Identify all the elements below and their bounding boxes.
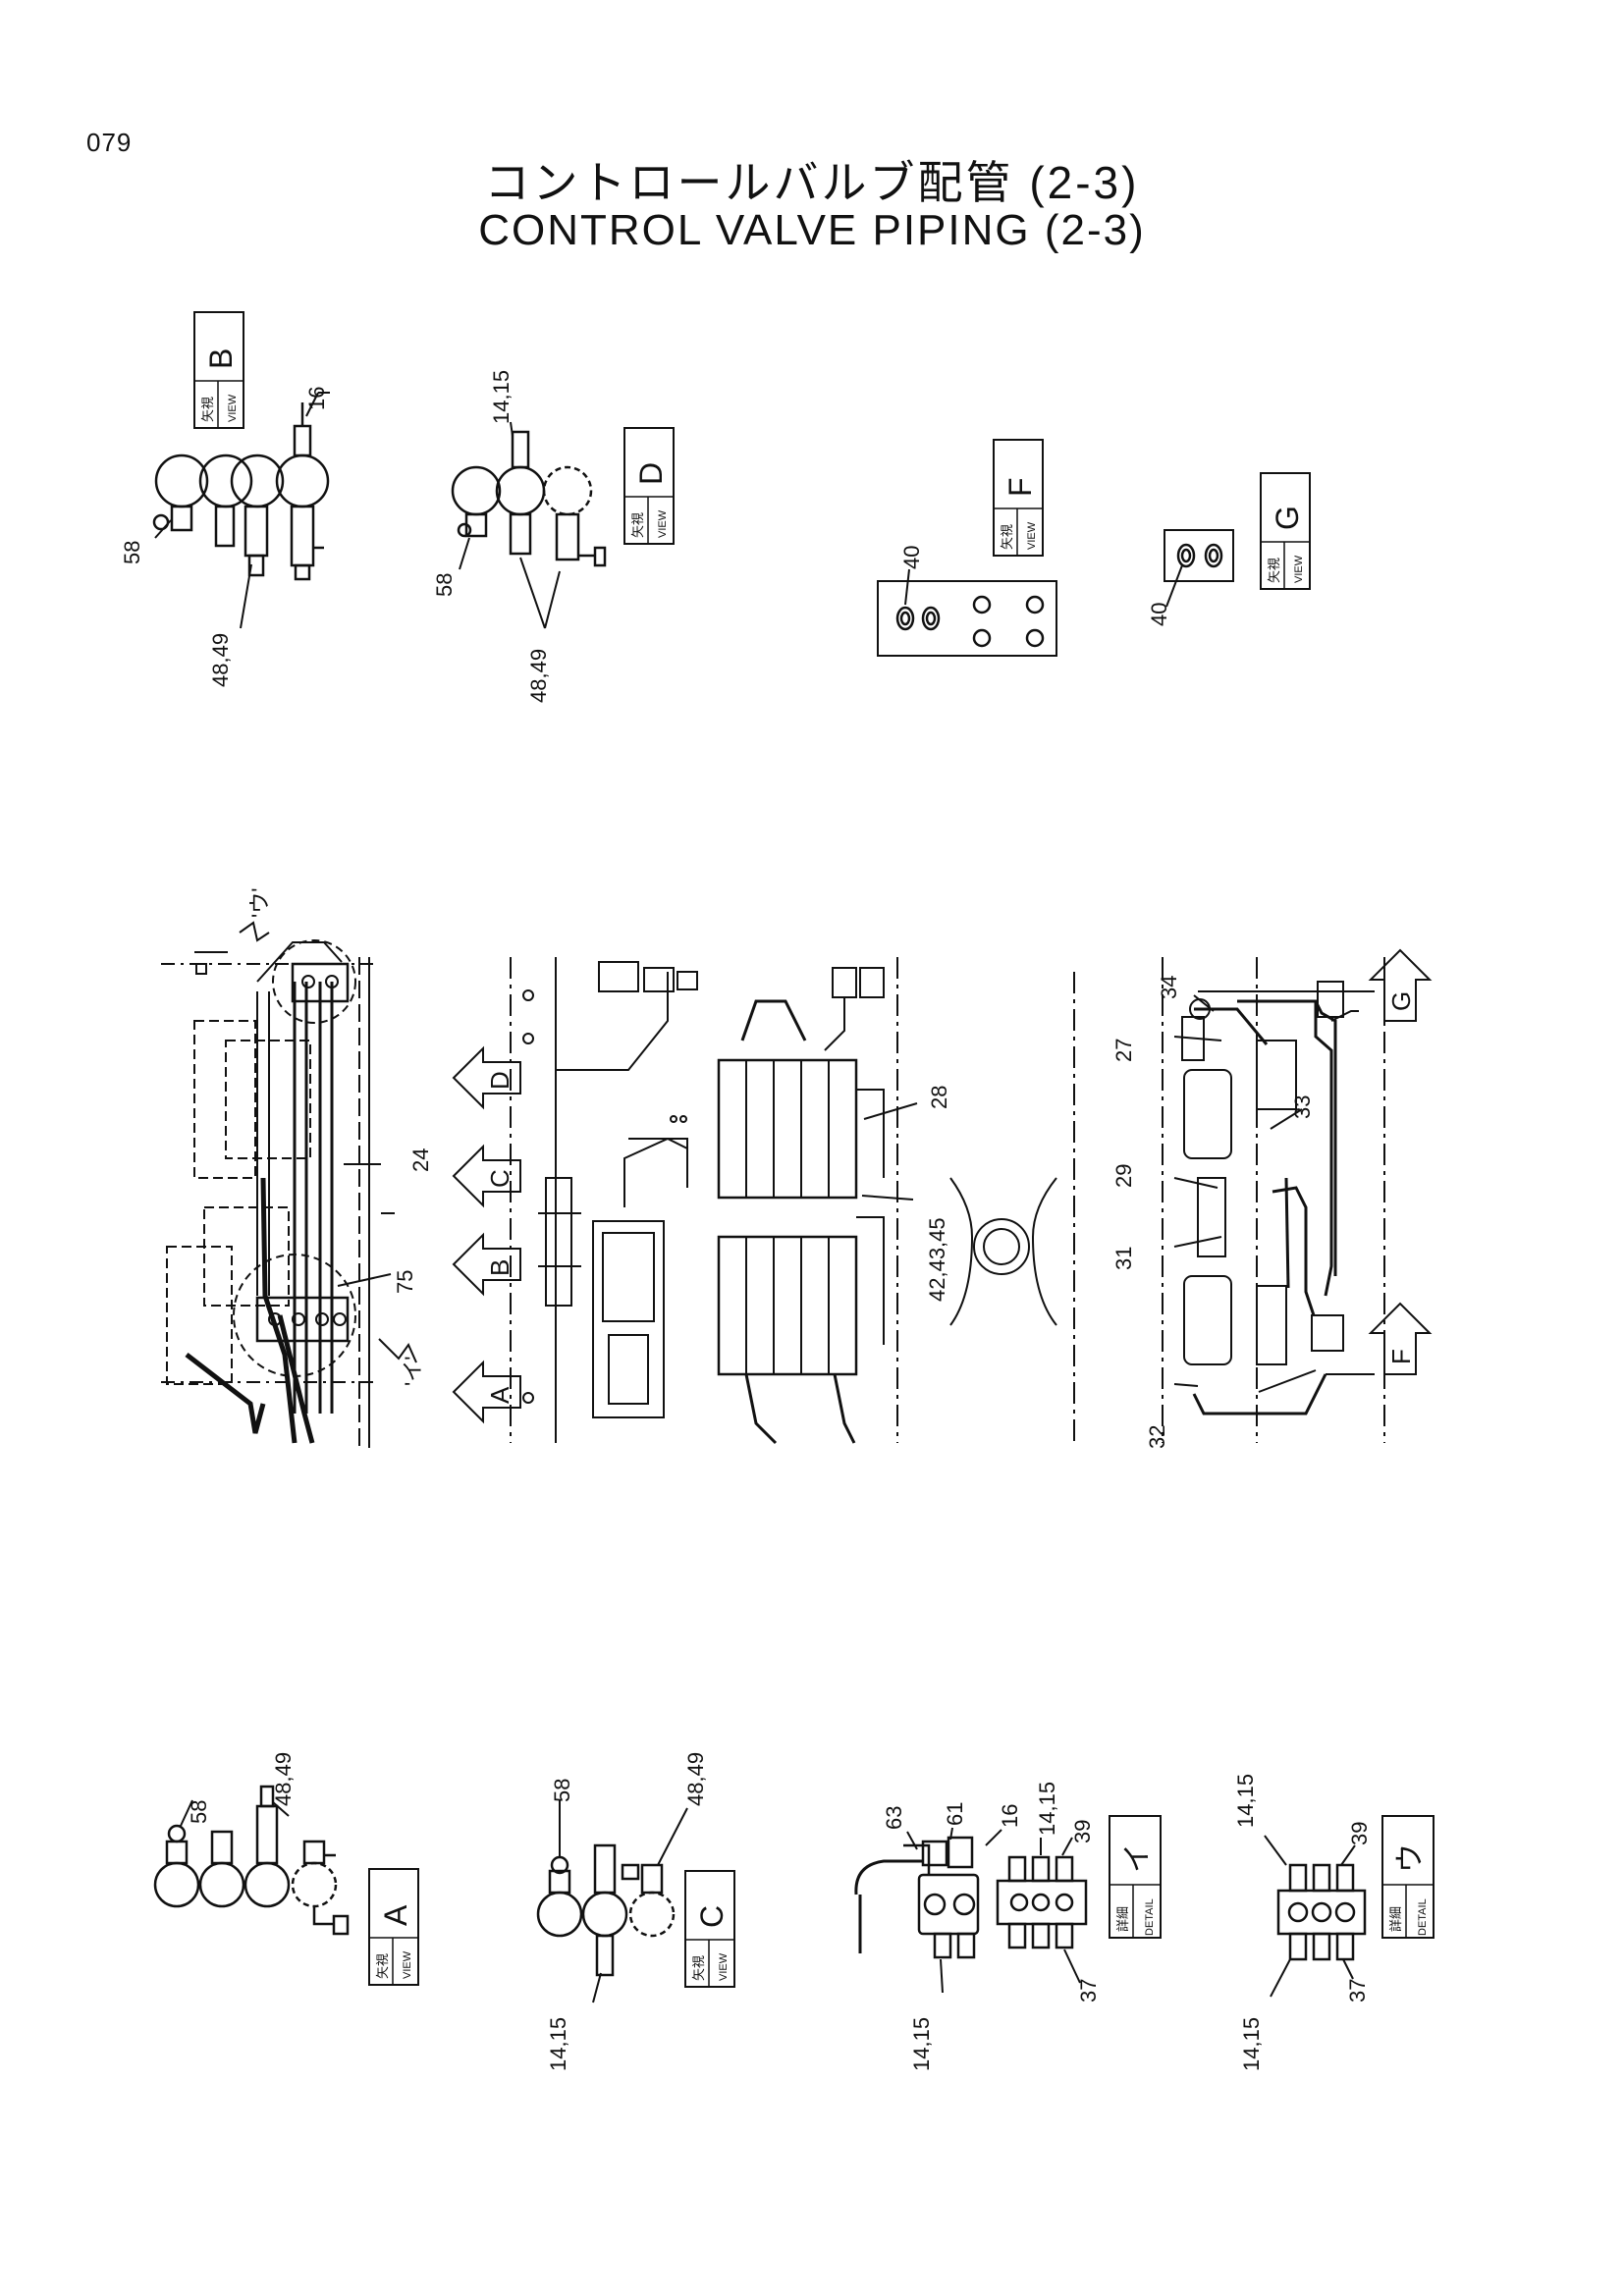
label-40-view-f: 40 [899,546,924,569]
label-37-detail-u: 37 [1345,1979,1370,2002]
label-31: 31 [1111,1247,1136,1270]
detail-u-label-box: 詳細 DETAIL ウ [1381,1815,1435,1939]
arrow-f-label: F [1386,1349,1416,1364]
view-arrows-left [452,1045,521,1424]
label-58-view-d: 58 [432,573,457,597]
view-d-letter: D [633,462,669,485]
arrow-d-label: D [485,1071,514,1090]
view-b-diagram: 58 48,49 16 矢視 VIEW B [120,311,330,687]
view-a-label-box: 矢視 VIEW A [368,1868,419,1986]
label-28: 28 [927,1086,951,1109]
label-34: 34 [1157,976,1181,999]
label-14-15-detail-i-top: 14,15 [1035,1782,1059,1836]
view-g-label-box: 矢視 VIEW G [1260,472,1311,590]
view-b-letter: B [203,348,239,369]
view-f-label-box: 矢視 VIEW F [993,439,1044,557]
view-b-jp: 矢視 [200,397,215,422]
detail-i-jp: 詳細 [1115,1906,1130,1932]
view-b-label-box: 矢視 VIEW B [193,311,244,429]
view-f-en: VIEW [1026,521,1038,550]
right-section [1162,948,1433,1443]
arrow-b-label: B [485,1259,514,1276]
view-a-en: VIEW [402,1950,413,1979]
view-f-jp: 矢視 [1000,524,1014,550]
view-b-leaders [154,392,330,629]
label-14-15-detail-u-top: 14,15 [1233,1774,1258,1828]
label-48-49-view-a: 48,49 [271,1752,296,1806]
label-58-view-a: 58 [187,1800,211,1824]
view-c-jp: 矢視 [691,1955,706,1981]
view-g-diagram: 40 矢視 VIEW G [1147,472,1311,626]
view-g-en: VIEW [1293,555,1305,583]
view-c-letter: C [694,1905,730,1928]
detail-u-letter: ウ [1394,1843,1427,1873]
marker-u: 'ウ' [247,888,272,918]
view-d-jp: 矢視 [630,512,645,538]
view-a-diagram: 58 48,49 矢視 VIEW A [153,1752,419,1986]
page-number: 079 [86,128,133,157]
detail-u-en: DETAIL [1417,1898,1429,1936]
left-section [161,921,417,1448]
detail-i-en: DETAIL [1144,1898,1156,1936]
label-14-15-view-d: 14,15 [489,370,514,424]
view-a-letter: A [378,1904,413,1926]
label-48-49: 48,49 [208,633,233,687]
arrow-g-label: G [1386,991,1416,1011]
center-boss [949,972,1075,1443]
label-14-15-detail-i-bottom: 14,15 [909,2017,934,2071]
arrow-a-label: A [485,1386,514,1404]
view-g-letter: G [1270,506,1305,530]
label-16-detail-i: 16 [998,1804,1022,1828]
view-f-diagram: 40 矢視 VIEW F [877,439,1057,657]
view-g-jp: 矢視 [1267,558,1281,583]
view-d-en: VIEW [657,509,669,538]
detail-i-label-box: 詳細 DETAIL イ [1109,1815,1162,1939]
label-24: 24 [408,1148,433,1172]
label-48-49-view-c: 48,49 [683,1752,708,1806]
main-assembly-drawing: 24 75 'ウ' 'イ' D C B A [161,888,1433,1449]
view-f-letter: F [1002,477,1038,497]
marker-i: 'イ' [401,1357,425,1386]
view-d-label-box: 矢視 VIEW D [623,427,675,545]
view-b-fittings [152,402,330,581]
label-39-detail-i: 39 [1070,1820,1095,1843]
middle-section [510,957,918,1445]
label-29: 29 [1111,1164,1136,1188]
view-c-diagram: 58 48,49 14,15 矢視 VIEW C [536,1752,735,2071]
label-14-15-view-c: 14,15 [546,2017,570,2071]
page-title-japanese: コントロールバルブ配管 (2-3) [484,157,1140,208]
label-42-43-45: 42,43,45 [925,1217,949,1302]
detail-i-letter: イ [1121,1843,1154,1873]
label-63: 63 [882,1806,906,1830]
label-61: 61 [943,1802,967,1826]
label-16: 16 [304,387,329,410]
label-37-detail-i: 37 [1076,1979,1101,2002]
label-32: 32 [1145,1425,1169,1449]
page-title-english: CONTROL VALVE PIPING (2-3) [478,206,1146,254]
view-d-diagram: 58 14,15 48,49 矢視 VIEW D [432,370,675,703]
label-27: 27 [1111,1039,1136,1062]
detail-u-diagram: 14,15 39 14,15 37 詳細 DETAIL ウ [1233,1774,1435,2071]
label-14-15-detail-u-bottom: 14,15 [1239,2017,1264,2071]
label-58-view-c: 58 [550,1779,574,1802]
view-c-label-box: 矢視 VIEW C [684,1870,735,1988]
label-48-49-view-d: 48,49 [526,649,551,703]
view-c-en: VIEW [718,1952,730,1981]
label-39-detail-u: 39 [1347,1822,1372,1845]
arrow-c-label: C [485,1169,514,1188]
label-33: 33 [1290,1095,1315,1119]
label-58: 58 [120,541,144,564]
detail-i-diagram: 63 61 16 14,15 39 14,15 37 詳細 DETAIL イ [854,1782,1162,2071]
view-b-en: VIEW [227,394,239,422]
view-a-jp: 矢視 [375,1953,390,1979]
detail-u-jp: 詳細 [1388,1906,1403,1932]
label-75: 75 [393,1270,417,1294]
label-40-view-g: 40 [1147,603,1171,626]
